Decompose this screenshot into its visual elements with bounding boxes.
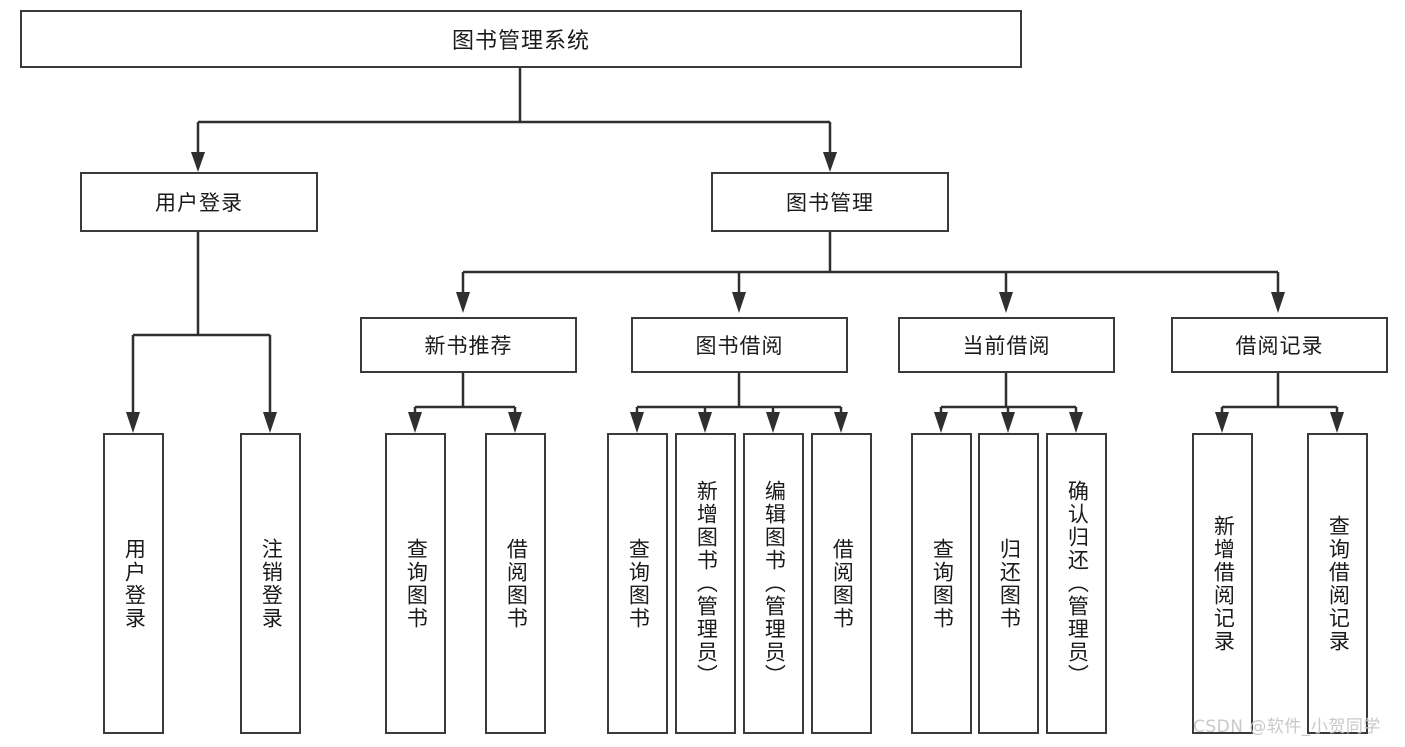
node-borrow-record[interactable]: 借阅记录	[1171, 317, 1388, 373]
leaf-return-book[interactable]: 归还图书	[978, 433, 1039, 734]
leaf-add-borrow-record[interactable]: 新增借阅记录	[1192, 433, 1253, 734]
leaf-query-book-3[interactable]: 查询图书	[911, 433, 972, 734]
leaf-confirm-return-admin[interactable]: 确认归还（管理员）	[1046, 433, 1107, 734]
leaf-edit-book-admin[interactable]: 编辑图书（管理员）	[743, 433, 804, 734]
leaf-query-borrow-record[interactable]: 查询借阅记录	[1307, 433, 1368, 734]
node-system-title[interactable]: 图书管理系统	[20, 10, 1022, 68]
node-book-borrow[interactable]: 图书借阅	[631, 317, 848, 373]
node-book-manage[interactable]: 图书管理	[711, 172, 949, 232]
leaf-borrow-book-2[interactable]: 借阅图书	[811, 433, 872, 734]
leaf-query-book-1[interactable]: 查询图书	[385, 433, 446, 734]
leaf-user-login[interactable]: 用户登录	[103, 433, 164, 734]
leaf-query-book-2[interactable]: 查询图书	[607, 433, 668, 734]
leaf-add-book-admin[interactable]: 新增图书（管理员）	[675, 433, 736, 734]
node-new-book-recommend[interactable]: 新书推荐	[360, 317, 577, 373]
leaf-logout[interactable]: 注销登录	[240, 433, 301, 734]
node-user-login[interactable]: 用户登录	[80, 172, 318, 232]
leaf-borrow-book-1[interactable]: 借阅图书	[485, 433, 546, 734]
node-current-borrow[interactable]: 当前借阅	[898, 317, 1115, 373]
